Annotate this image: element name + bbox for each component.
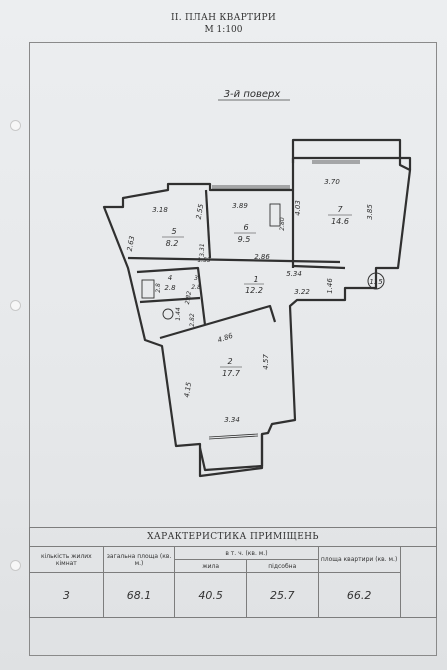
- apartment-area-value: 66.2: [317, 572, 401, 618]
- dimension-label: 4.15: [183, 381, 193, 398]
- dimension-label: 3.31: [199, 243, 206, 256]
- dimension-label: 3.22: [294, 288, 310, 296]
- auxiliary-area-value: 25.7: [245, 572, 319, 618]
- windows: [208, 160, 360, 440]
- living-header: жила: [174, 559, 247, 573]
- room-5-area: 8.2: [166, 239, 179, 248]
- dimension-label: 4.86: [217, 332, 235, 345]
- room-6-area: 9.5: [238, 235, 251, 244]
- dimension-label: 2.86: [254, 253, 270, 261]
- dimension-label: 3.89: [232, 202, 248, 210]
- dimension-label: 2.8: [155, 283, 162, 293]
- room-7-number: 7: [337, 205, 343, 214]
- balcony-bottom: [198, 434, 264, 472]
- wall-5-6: [204, 189, 212, 259]
- dimension-label: 5.34: [286, 270, 302, 278]
- room-7-area: 14.6: [331, 217, 349, 226]
- dimension-label: 1.44: [175, 307, 182, 321]
- binder-hole: [10, 300, 21, 311]
- room-3-number: 3: [194, 275, 198, 282]
- auxiliary-header: підсобна: [245, 559, 319, 573]
- dimension-label: 3.85: [366, 204, 374, 220]
- empty-cell: [399, 546, 438, 618]
- balcony-top: [291, 156, 412, 170]
- dimension-label: 1.46: [326, 278, 334, 294]
- apartment-number-circle: [367, 272, 385, 290]
- room-2-number: 2: [227, 357, 232, 366]
- scale-label: М 1:100: [204, 25, 243, 35]
- dimension-label: 3.18: [152, 206, 168, 214]
- wall-bath: [136, 266, 207, 326]
- dimension-label: 4.03: [294, 200, 302, 216]
- characteristics-table: ХАРАКТЕРИСТИКА ПРИМІЩЕНЬ кількість жилих…: [29, 527, 438, 618]
- binder-hole: [10, 560, 21, 571]
- apartment-area-header: площа квартири (кв. м.): [317, 546, 401, 573]
- room-1-number: 1: [253, 275, 258, 284]
- wall-7-bottom: [292, 264, 346, 270]
- room-2-area: 17.7: [222, 369, 241, 378]
- dimension-label: 2.63: [126, 235, 137, 252]
- page-title: II. ПЛАН КВАРТИРИ: [170, 13, 277, 23]
- living-area-value: 40.5: [174, 572, 247, 618]
- plan-walls: [102, 138, 412, 478]
- window: [208, 433, 259, 438]
- wall-corridor: [127, 256, 341, 264]
- dimension-label: 2.82: [184, 290, 193, 305]
- rooms-count-value: 3: [29, 572, 104, 618]
- total-area-header: загальна площа (кв. м.): [102, 546, 176, 573]
- stove-icon: [269, 203, 281, 227]
- total-area-value: 68.1: [102, 572, 176, 618]
- bathtub-icon: [141, 279, 155, 299]
- plan-frame: [29, 42, 437, 656]
- room-5-number: 5: [171, 227, 176, 236]
- rooms-count-header: кількість жилих кімнат: [29, 546, 104, 573]
- room-4-number: 4: [168, 274, 172, 282]
- characteristics-title: ХАРАКТЕРИСТИКА ПРИМІЩЕНЬ: [29, 527, 437, 547]
- room-4-area: 2.8: [164, 284, 176, 292]
- apartment-number: 115: [369, 278, 383, 286]
- room-6-number: 6: [243, 223, 248, 232]
- wall-room-2-top: [159, 304, 277, 340]
- including-header: в т. ч. (кв. м.): [174, 546, 319, 560]
- dimension-label: 2.82: [189, 313, 196, 327]
- wall-bath-split: [139, 296, 201, 304]
- dimension-label: 2.55: [195, 203, 206, 220]
- floor-label: 3-й поверх: [224, 89, 281, 100]
- dimension-label: 3.70: [324, 178, 340, 186]
- binder-hole: [10, 120, 21, 131]
- dimension-label: 4.57: [262, 354, 270, 370]
- toilet-icon: [162, 308, 174, 320]
- dimension-label: 1.53: [197, 257, 211, 264]
- room-1-area: 12.2: [245, 286, 263, 295]
- dimension-label: 3.34: [224, 416, 240, 424]
- room-3-area: 2.8: [191, 284, 201, 291]
- outer-wall: [102, 138, 412, 478]
- dimension-label: 2.80: [279, 217, 286, 231]
- window: [208, 435, 259, 440]
